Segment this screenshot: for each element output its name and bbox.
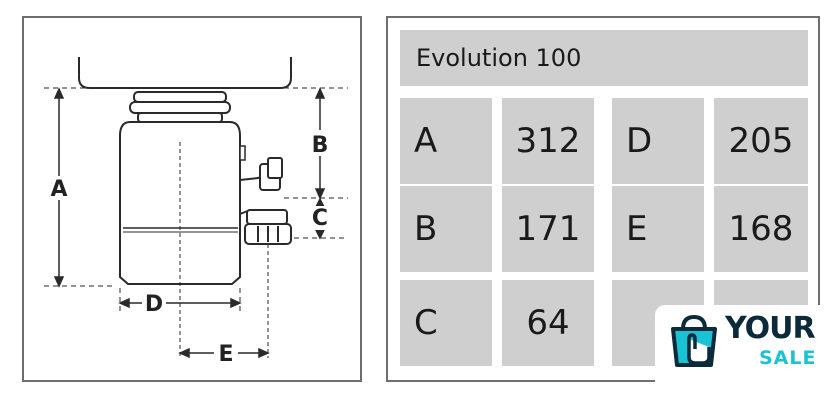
- table-letter-e: E: [612, 186, 704, 272]
- table-value-e: 168: [714, 186, 808, 272]
- disposer-diagram: A B C D E: [44, 57, 348, 367]
- diagram-panel: A B C D E: [22, 16, 362, 382]
- table-value-b: 171: [502, 186, 594, 272]
- outlet-pipe: [239, 157, 292, 245]
- disposer-body: [119, 121, 241, 285]
- logo-word-your: YOUR: [725, 311, 816, 346]
- logo-word-sale: SALE: [759, 347, 817, 369]
- dimension-b-label: B: [312, 133, 329, 158]
- table-letter-b: B: [400, 186, 492, 272]
- table-letter-d: D: [612, 98, 704, 184]
- shopping-bag-hand-icon: [671, 314, 717, 367]
- your-sale-logo: YOUR SALE: [655, 305, 840, 401]
- dimension-c-label: C: [312, 206, 328, 231]
- dimension-a-label: A: [50, 177, 67, 202]
- dimension-e-label: E: [218, 342, 233, 367]
- table-value-a: 312: [502, 98, 594, 184]
- dimensions-table: Evolution 100 A 312 D 205 B 171 E 168 C …: [386, 16, 820, 382]
- dimension-d-label: D: [145, 292, 163, 317]
- table-value-c: 64: [502, 280, 594, 366]
- table-letter-c: C: [400, 280, 492, 366]
- table-value-d: 205: [714, 98, 808, 184]
- table-letter-a: A: [400, 98, 492, 184]
- sink-basin: [78, 57, 292, 89]
- table-title: Evolution 100: [400, 30, 808, 86]
- mounting-flange: [129, 91, 231, 123]
